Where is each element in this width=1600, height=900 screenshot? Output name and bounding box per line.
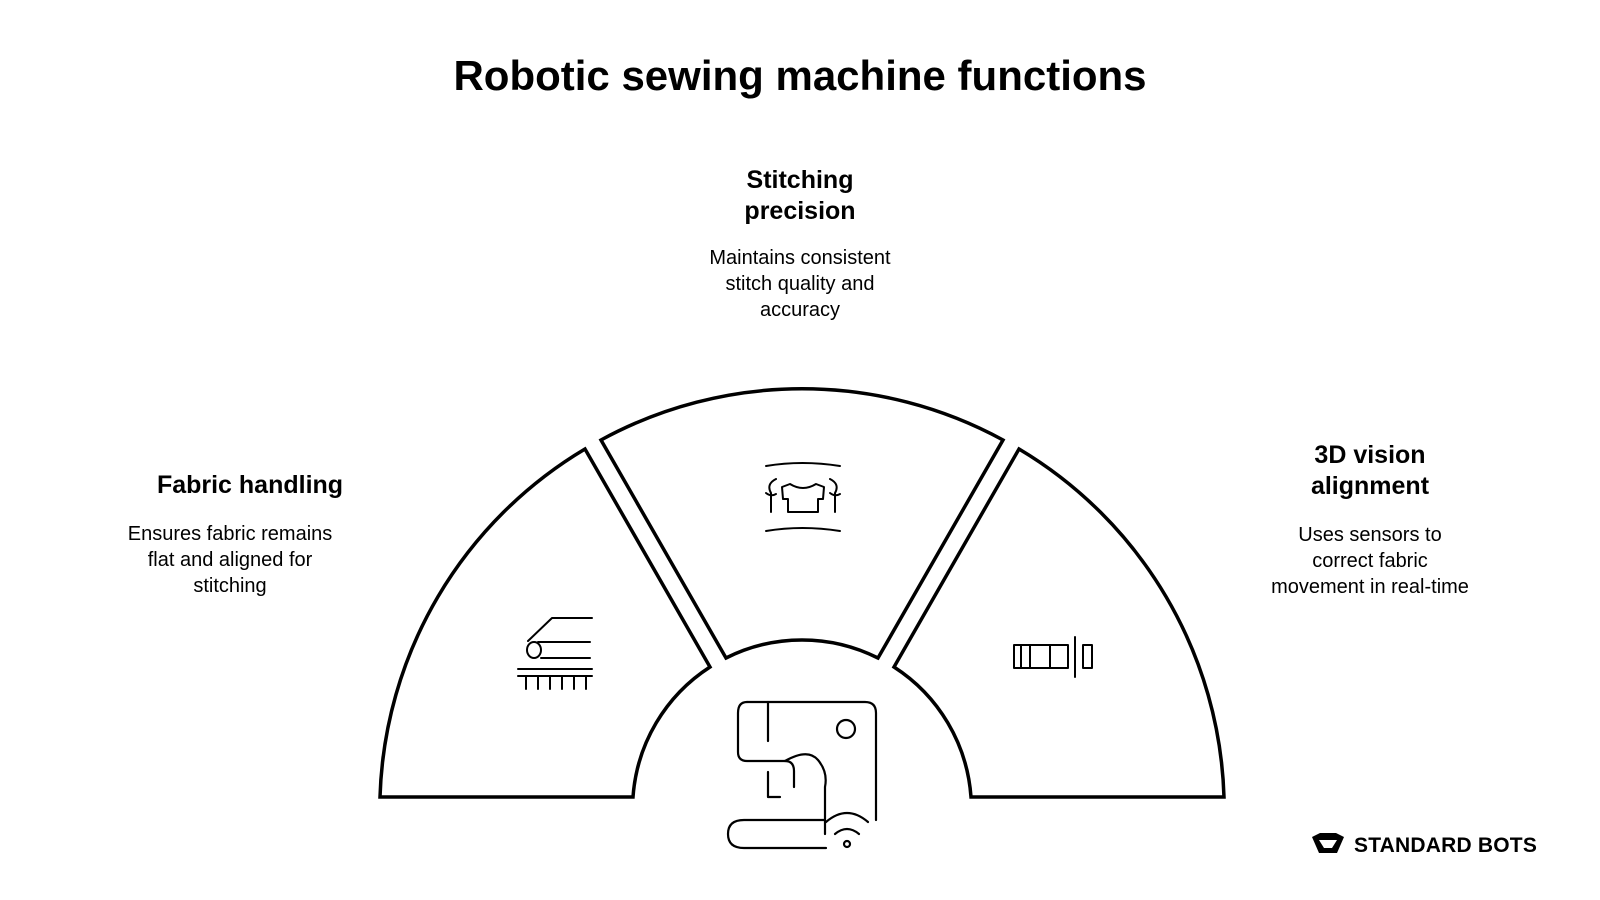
- robotic-sewing-machine-icon: [726, 700, 878, 850]
- vision-alignment-segment: [891, 446, 1226, 799]
- vision-alignment-description: Uses sensors to correct fabric movement …: [1271, 524, 1469, 598]
- stitching-precision-description: Maintains consistent stitch quality and …: [709, 247, 891, 321]
- fabric-handling-heading: Fabric handling: [156, 471, 344, 499]
- logo-text: STANDARD BOTS: [1354, 834, 1538, 857]
- fabric-roll-sensor-icon: [1013, 636, 1093, 678]
- vision-alignment-heading: 3D vision alignment: [1310, 441, 1430, 500]
- stitching-precision-heading: Stitching precision: [744, 166, 856, 225]
- tshirt-measure-icon: [765, 462, 841, 532]
- fabric-handling-description: Ensures fabric remains flat and aligned …: [127, 523, 333, 597]
- standard-bots-logo-icon: [1312, 833, 1344, 853]
- stitching-precision-block: Stitching precision Maintains consistent…: [690, 165, 910, 323]
- standard-bots-logo: STANDARD BOTS: [1310, 831, 1537, 861]
- page-title: Robotic sewing machine functions: [453, 52, 1147, 99]
- vision-alignment-block: 3D vision alignment Uses sensors to corr…: [1245, 440, 1495, 600]
- fabric-handling-segment: [378, 446, 713, 799]
- stitching-precision-segment: [598, 387, 1006, 661]
- fabric-handling-block: Fabric handling Ensures fabric remains f…: [100, 470, 360, 599]
- fabric-feed-icon: [517, 617, 593, 690]
